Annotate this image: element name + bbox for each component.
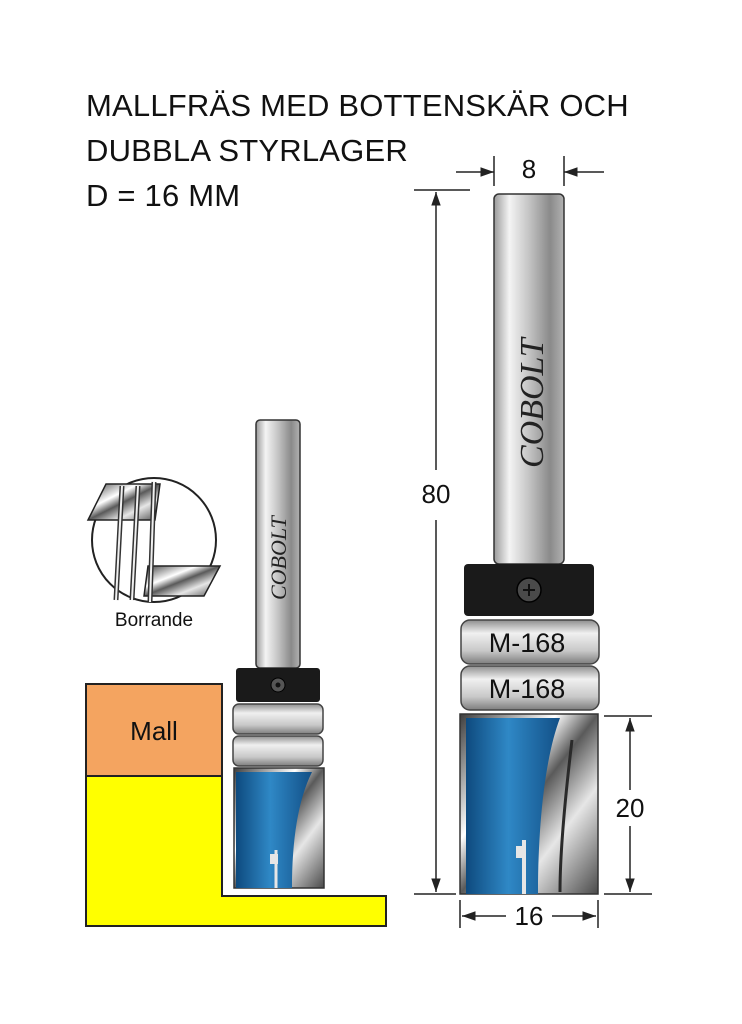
dimension-cutting-length [604,715,652,895]
large-flute [466,718,560,894]
workpiece-group: Mall [85,683,387,927]
bearing-2-label: M-168 [489,674,566,704]
plunge-detail: Borrande [86,477,222,631]
small-flute [236,772,312,888]
upper-blade-icon [86,483,161,521]
template-block [85,683,223,777]
dimension-shank-diameter-label: 8 [522,154,536,184]
small-brand-text: COBOLT [266,514,291,600]
router-bit-small: COBOLT [232,419,325,889]
dimension-shank-diameter [456,156,604,186]
small-bearing-1 [232,703,324,735]
router-bit-large: COBOLT M-168 M-168 [459,193,600,895]
title-line-2: DUBBLA STYRLAGER [86,133,408,168]
lower-blade-icon [143,565,222,597]
small-bearing-2 [232,735,324,767]
large-bearing-2 [460,665,600,711]
dimension-cutting-length-label: 20 [616,793,645,823]
plunge-label: Borrande [115,610,193,631]
title-line-1: MALLFRÄS MED BOTTENSKÄR OCH [86,88,629,123]
dimension-cutting-diameter [459,900,599,928]
bearing-1-label: M-168 [489,628,566,658]
template-label: Mall [130,716,178,746]
dimension-total-length [414,189,470,895]
title-line-3: D = 16 MM [86,178,241,213]
large-bearing-1 [460,619,600,665]
large-brand-text: COBOLT [514,336,551,468]
dimension-cutting-diameter-label: 16 [515,901,544,931]
dimension-total-length-label: 80 [422,479,451,509]
